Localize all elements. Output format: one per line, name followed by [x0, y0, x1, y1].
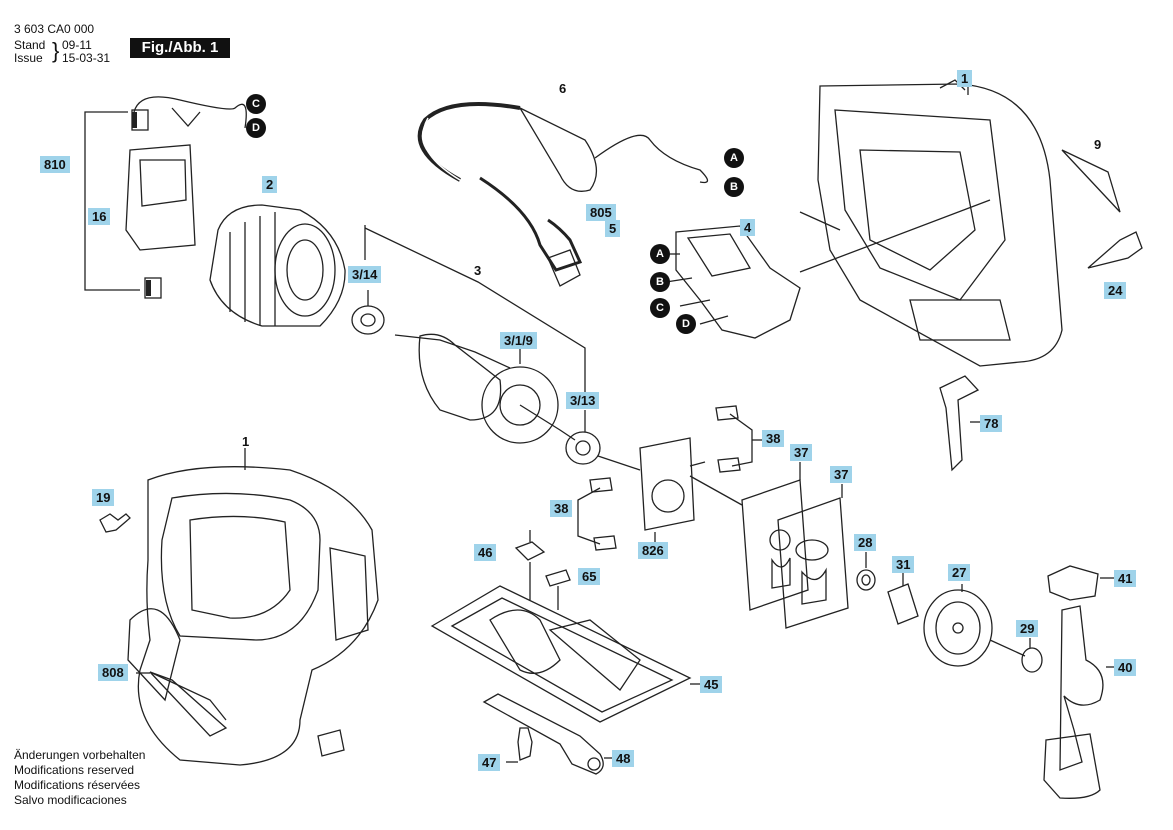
part-label-16[interactable]: 16 [88, 208, 111, 225]
plunger-40-drawing [1059, 605, 1104, 771]
part-label-41[interactable]: 41 [1114, 570, 1137, 587]
part-label-38-upper[interactable]: 38 [762, 430, 785, 447]
brush-holder-drawing [125, 144, 196, 251]
part-label-810[interactable]: 810 [40, 156, 70, 173]
part-label-37-right[interactable]: 37 [830, 466, 853, 483]
stand-value: 09-11 [62, 38, 92, 52]
note-fr: Modifications réservées [14, 778, 141, 792]
part-label-5[interactable]: 5 [605, 220, 621, 237]
gear-27-drawing [923, 589, 993, 667]
connector-c-top: C [246, 94, 266, 114]
part-label-38-lower[interactable]: 38 [550, 500, 573, 517]
part-label-9[interactable]: 9 [1094, 137, 1102, 152]
part-label-24[interactable]: 24 [1104, 282, 1127, 299]
field-2-drawing [209, 204, 346, 327]
part-label-37-left[interactable]: 37 [790, 444, 813, 461]
part-label-28[interactable]: 28 [854, 534, 877, 551]
part-9-drawing [1061, 149, 1121, 213]
plate-37b-drawing [777, 497, 849, 629]
connector-d-switch: D [676, 314, 696, 334]
document-number: 3 603 CA0 000 [14, 22, 95, 36]
base-plate-45-drawing [430, 585, 692, 723]
bushing-29-drawing [1021, 647, 1043, 673]
part-label-27[interactable]: 27 [948, 564, 971, 581]
part-label-2[interactable]: 2 [262, 176, 278, 193]
part-label-808[interactable]: 808 [98, 664, 128, 681]
connector-a-cord: A [724, 148, 744, 168]
part-label-46[interactable]: 46 [474, 544, 497, 561]
part-label-31[interactable]: 31 [892, 556, 915, 573]
part-label-19[interactable]: 19 [92, 489, 115, 506]
stand-label: Stand [14, 38, 46, 52]
washer-28-drawing [856, 569, 876, 591]
part-65-drawing [545, 569, 571, 587]
lever-48-drawing [482, 693, 604, 775]
note-en: Modifications reserved [14, 763, 135, 777]
bearing-31-drawing [887, 583, 919, 625]
part-label-45[interactable]: 45 [700, 676, 723, 693]
connector-a-switch: A [650, 244, 670, 264]
guard-808-drawing [149, 671, 228, 737]
part-label-1-bottom[interactable]: 1 [242, 434, 250, 449]
part-46-drawing [514, 541, 546, 561]
plate-37a-drawing [741, 479, 809, 611]
part-label-47[interactable]: 47 [478, 754, 501, 771]
clips-38-lower-drawing [589, 477, 617, 551]
part-label-4[interactable]: 4 [740, 219, 756, 236]
part-label-6[interactable]: 6 [559, 81, 567, 96]
connector-b-switch: B [650, 272, 670, 292]
part-label-3-13[interactable]: 3/13 [566, 392, 600, 409]
note-es: Salvo modificaciones [14, 793, 127, 807]
part-label-3-1-9[interactable]: 3/1/9 [500, 332, 537, 349]
part-41-drawing [1047, 565, 1099, 601]
armature-drawing [394, 334, 511, 369]
part-label-65[interactable]: 65 [578, 568, 601, 585]
part-label-826[interactable]: 826 [638, 542, 668, 559]
cable-6-drawing [417, 102, 521, 182]
brace-icon: } [52, 38, 60, 63]
housing-assembled-drawing [137, 466, 379, 766]
note-de: Änderungen vorbehalten [14, 748, 146, 762]
issue-label: Issue [14, 51, 43, 65]
part-24-drawing [1087, 231, 1143, 269]
modification-notes: Änderungen vorbehalten Modifications res… [14, 748, 145, 808]
bearing-3-13-drawing [565, 431, 601, 465]
part-label-29[interactable]: 29 [1016, 620, 1039, 637]
part-label-1-top[interactable]: 1 [957, 70, 973, 87]
part-label-3-14[interactable]: 3/14 [348, 266, 382, 283]
part-label-40[interactable]: 40 [1114, 659, 1137, 676]
clips-38-upper-drawing [715, 405, 741, 473]
connector-d-top: D [246, 118, 266, 138]
part-label-805[interactable]: 805 [586, 204, 616, 221]
switch-4-drawing [675, 225, 801, 339]
part-label-78[interactable]: 78 [980, 415, 1003, 432]
issue-value: 15-03-31 [62, 51, 111, 65]
plate-826-drawing [639, 437, 695, 531]
screw-47-drawing [517, 727, 533, 761]
part-label-3[interactable]: 3 [474, 263, 482, 278]
housing-half-drawing [817, 83, 1063, 367]
figure-label: Fig./Abb. 1 [130, 38, 230, 58]
part-label-48[interactable]: 48 [612, 750, 635, 767]
connector-b-cord: B [724, 177, 744, 197]
connector-c-switch: C [650, 298, 670, 318]
part-78-drawing [939, 375, 980, 472]
bearing-3-14-drawing [351, 305, 385, 335]
screw-19-drawing [99, 513, 131, 533]
